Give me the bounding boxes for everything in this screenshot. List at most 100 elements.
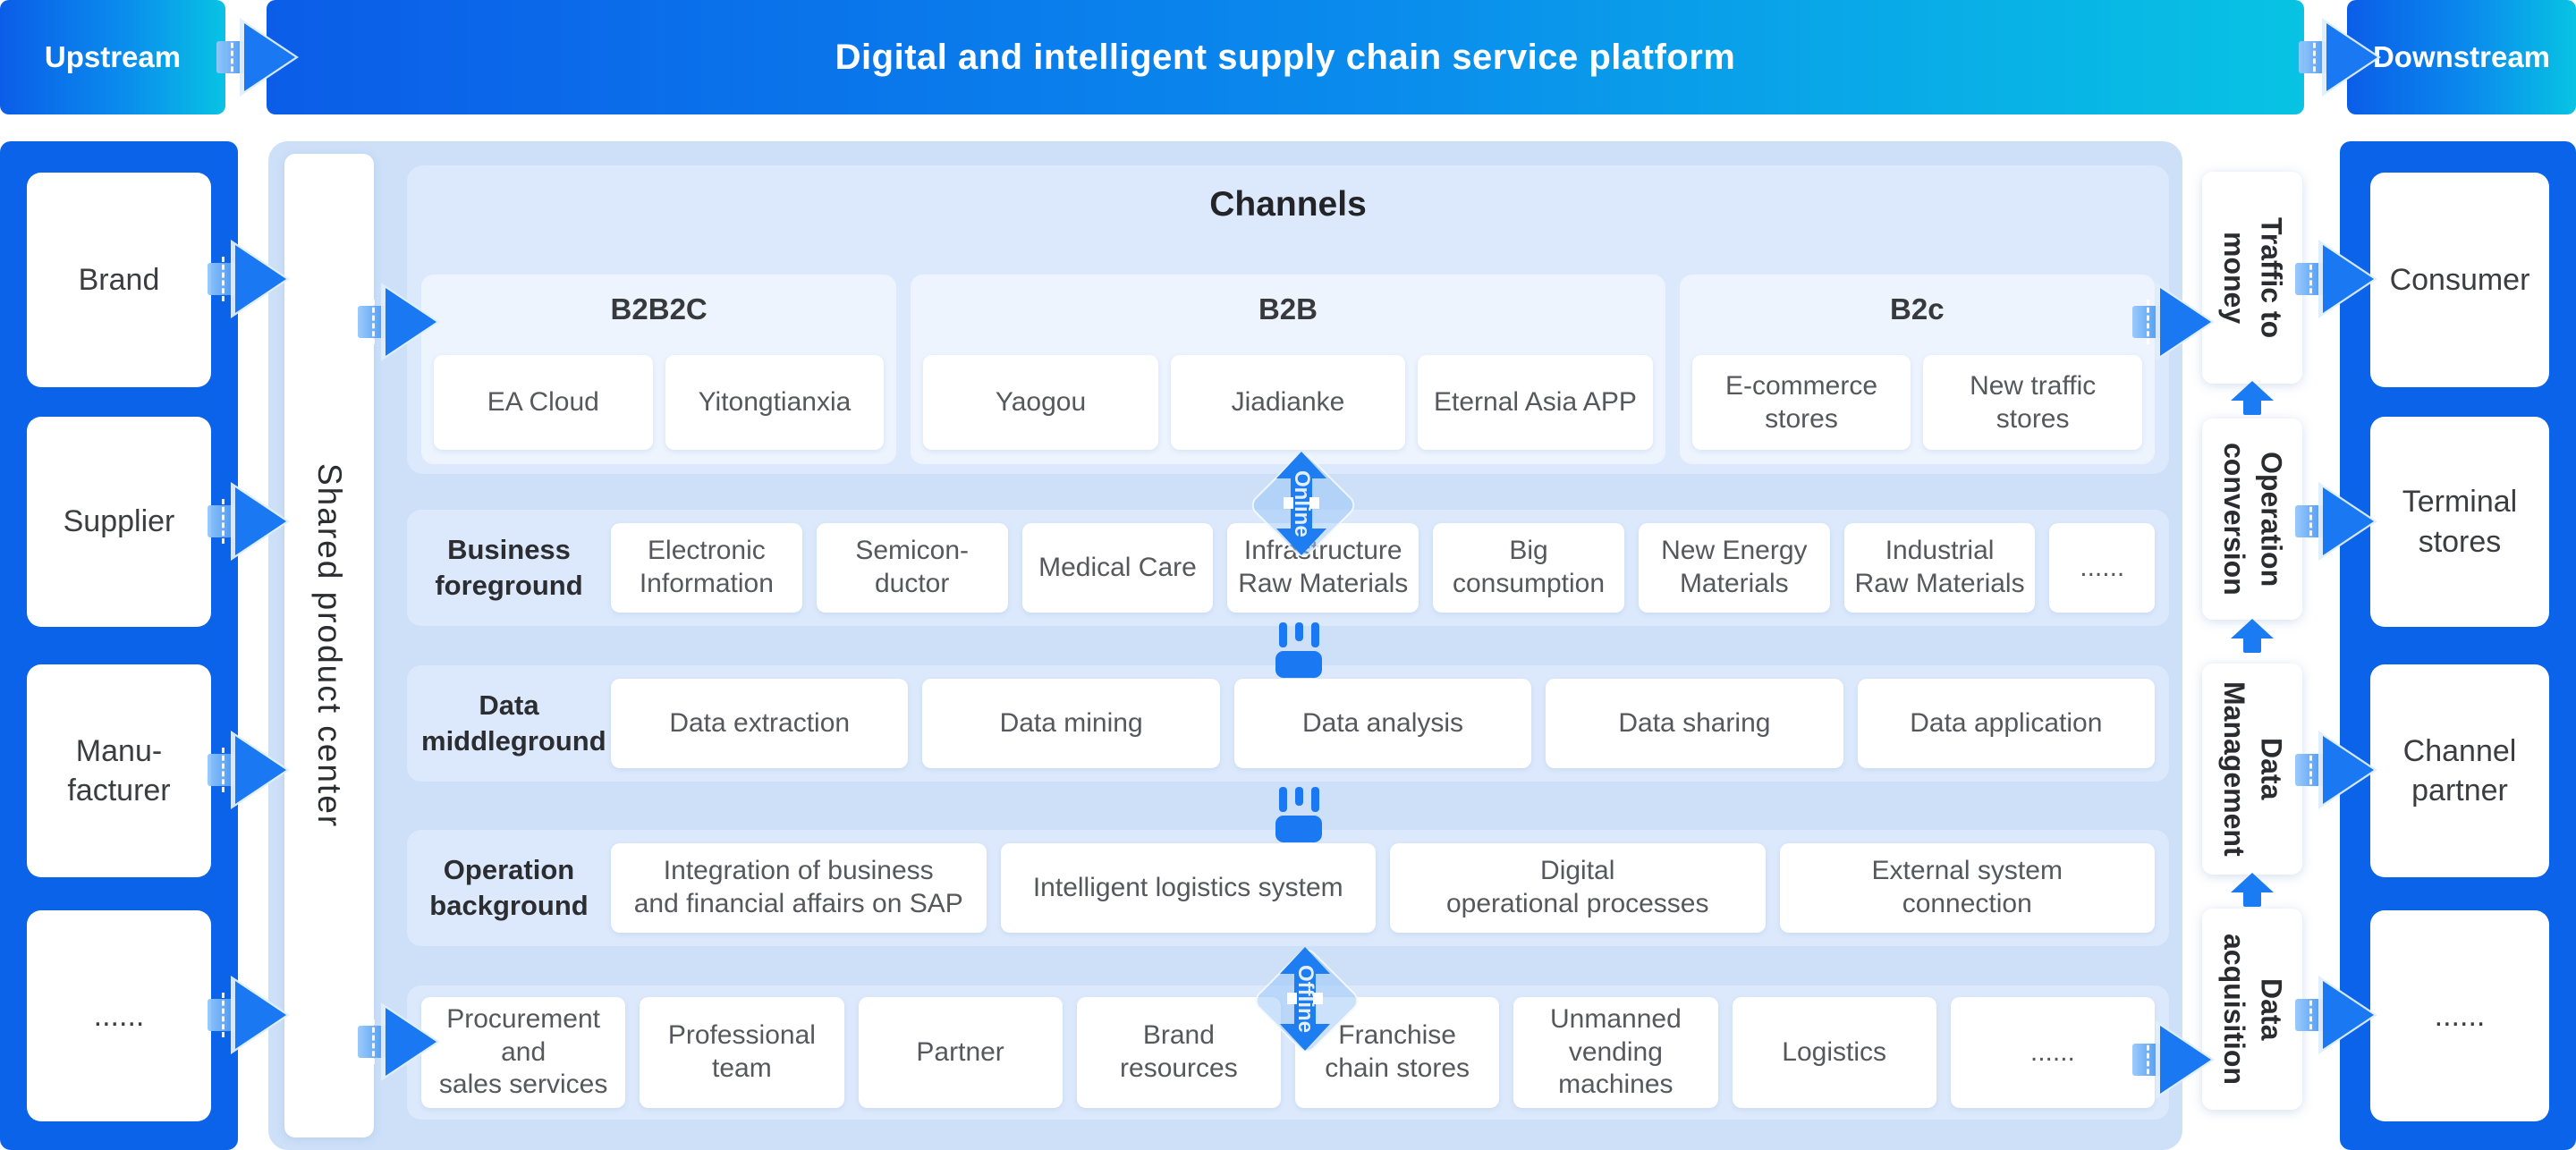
channel-item-label: New traffic stores: [1970, 370, 2097, 435]
up-arrow-icon: [2231, 381, 2274, 417]
item-label: Data sharing: [1618, 707, 1771, 738]
channel-item: Eternal Asia APP: [1418, 355, 1653, 450]
business-sector-item: Infrastructure Raw Materials: [1227, 523, 1419, 613]
entity-label: Supplier: [63, 504, 175, 539]
rail-data-acquisition: Data acquisition: [2202, 909, 2302, 1110]
vertical-double-arrow-icon: [1276, 452, 1326, 555]
business-sector-item: Big consumption: [1433, 523, 1624, 613]
downstream-entity-terminal-stores: Terminal stores: [2370, 417, 2549, 627]
item-label: Procurement and sales services: [438, 1004, 608, 1100]
channel-group-title: B2c: [1890, 292, 1945, 326]
channels-title: Channels: [1209, 185, 1367, 224]
row-label-operation-background: Operation background: [429, 853, 589, 921]
item-label: ......: [2029, 1036, 2075, 1067]
channels-panel: Channels B2B2C EA Cloud Yitongtianxia B2…: [407, 165, 2169, 474]
arrow-head: [2231, 619, 2274, 638]
channel-item: E-commerce stores: [1691, 355, 1911, 450]
rail-traffic-to-money: Traffic to money: [2202, 172, 2302, 384]
item-label: Medical Care: [1038, 552, 1197, 582]
channel-item: Yaogou: [923, 355, 1158, 450]
channel-group-title: B2B2C: [610, 292, 708, 326]
rail-label: Operation conversion: [2218, 443, 2288, 596]
entity-label: Channel partner: [2402, 733, 2517, 808]
item-label: Digital operational processes: [1445, 856, 1709, 918]
operation-system-item: Intelligent logistics system: [1000, 843, 1376, 933]
business-sector-item: Electronic Information: [611, 523, 802, 613]
online-flow-icon: Online: [1247, 449, 1360, 562]
arrow-stem: [2243, 399, 2261, 415]
upstream-column: Brand Supplier Manu- facturer ......: [0, 141, 238, 1150]
channel-item-label: Eternal Asia APP: [1434, 387, 1637, 418]
offline-label: Offline: [1293, 965, 1318, 1033]
item-label: Data analysis: [1301, 707, 1464, 738]
item-label: ......: [2080, 552, 2125, 582]
data-connector-icon: [1275, 622, 1322, 678]
data-connector-icon: [1275, 787, 1322, 842]
row-label-data-middleground: Data middleground: [421, 689, 606, 757]
upstream-entity-more: ......: [27, 910, 211, 1121]
item-label: Professional team: [667, 1020, 816, 1083]
shared-product-center: Shared product center: [284, 154, 374, 1137]
item-label: Big consumption: [1452, 536, 1606, 598]
channel-group-title: B2B: [1258, 292, 1318, 326]
offline-flow-icon: Offline: [1250, 944, 1363, 1057]
operation-system-item: Digital operational processes: [1390, 843, 1766, 933]
entity-label: Brand: [78, 262, 160, 297]
downstream-banner: Downstream: [2347, 0, 2576, 114]
rail-data-management: Data Management: [2202, 664, 2302, 875]
downstream-label: Downstream: [2372, 40, 2551, 73]
arrow-stem: [2243, 891, 2261, 907]
vertical-double-arrow-icon: [1280, 947, 1330, 1051]
arrow-tail: [2299, 35, 2336, 80]
data-middleground-row: Data middleground Data extraction Data m…: [407, 665, 2169, 782]
upstream-entity-supplier: Supplier: [27, 417, 211, 627]
item-label: Intelligent logistics system: [1032, 872, 1343, 902]
data-capability-item: Data extraction: [611, 679, 909, 768]
downstream-entity-channel-partner: Channel partner: [2370, 664, 2549, 877]
item-label: Franchise chain stores: [1325, 1020, 1470, 1083]
downstream-entity-more: ......: [2370, 910, 2549, 1121]
channel-item: Yitongtianxia: [665, 355, 885, 450]
item-label: Unmanned vending machines: [1549, 1004, 1682, 1100]
resource-item: Logistics: [1732, 997, 1936, 1108]
resource-item: Professional team: [640, 997, 844, 1108]
item-label: External system connection: [1871, 856, 2063, 918]
upstream-entity-brand: Brand: [27, 173, 211, 387]
item-label: Electronic Information: [639, 536, 774, 598]
business-sector-item: Medical Care: [1021, 523, 1214, 613]
shared-product-center-label: Shared product center: [311, 462, 348, 829]
upstream-label: Upstream: [44, 40, 182, 73]
operation-system-item: Integration of business and financial af…: [611, 843, 987, 933]
item-label: Integration of business and financial af…: [633, 856, 963, 918]
channel-item: New traffic stores: [1923, 355, 2142, 450]
resource-item: Procurement and sales services: [421, 997, 626, 1108]
downstream-entity-consumer: Consumer: [2370, 173, 2549, 387]
entity-label: ......: [93, 998, 145, 1033]
channel-group-b2b2c: B2B2C EA Cloud Yitongtianxia: [421, 275, 897, 464]
up-arrow-icon: [2231, 619, 2274, 655]
item-label: Infrastructure Raw Materials: [1238, 536, 1409, 598]
arrow-head: [2231, 381, 2274, 401]
channel-groups: B2B2C EA Cloud Yitongtianxia B2B Yaogou …: [421, 275, 2155, 464]
rail-operation-conversion: Operation conversion: [2202, 419, 2302, 620]
channel-group-items: EA Cloud Yitongtianxia: [434, 355, 885, 450]
item-label: Semicon- ductor: [855, 536, 970, 598]
resource-item: Partner: [858, 997, 1063, 1108]
item-label: Data application: [1910, 707, 2103, 738]
channel-item-label: Yaogou: [995, 387, 1087, 418]
business-sector-item: New Energy Materials: [1638, 523, 1830, 613]
rail-label: Data acquisition: [2218, 934, 2288, 1085]
resource-item-more: ......: [1950, 997, 2155, 1108]
channel-group-items: Yaogou Jiadianke Eternal Asia APP: [923, 355, 1653, 450]
online-label: Online: [1290, 469, 1314, 537]
item-label: Data mining: [999, 707, 1143, 738]
item-label: Brand resources: [1120, 1020, 1238, 1083]
business-sector-item-more: ......: [2049, 523, 2156, 613]
business-foreground-row: Business foreground Electronic Informati…: [407, 510, 2169, 626]
item-label: Data extraction: [669, 707, 851, 738]
downstream-column: Consumer Terminal stores Channel partner…: [2340, 141, 2576, 1150]
business-sector-item: Industrial Raw Materials: [1843, 523, 2036, 613]
entity-label: ......: [2434, 998, 2486, 1033]
channel-group-b2b: B2B Yaogou Jiadianke Eternal Asia APP: [911, 275, 1665, 464]
